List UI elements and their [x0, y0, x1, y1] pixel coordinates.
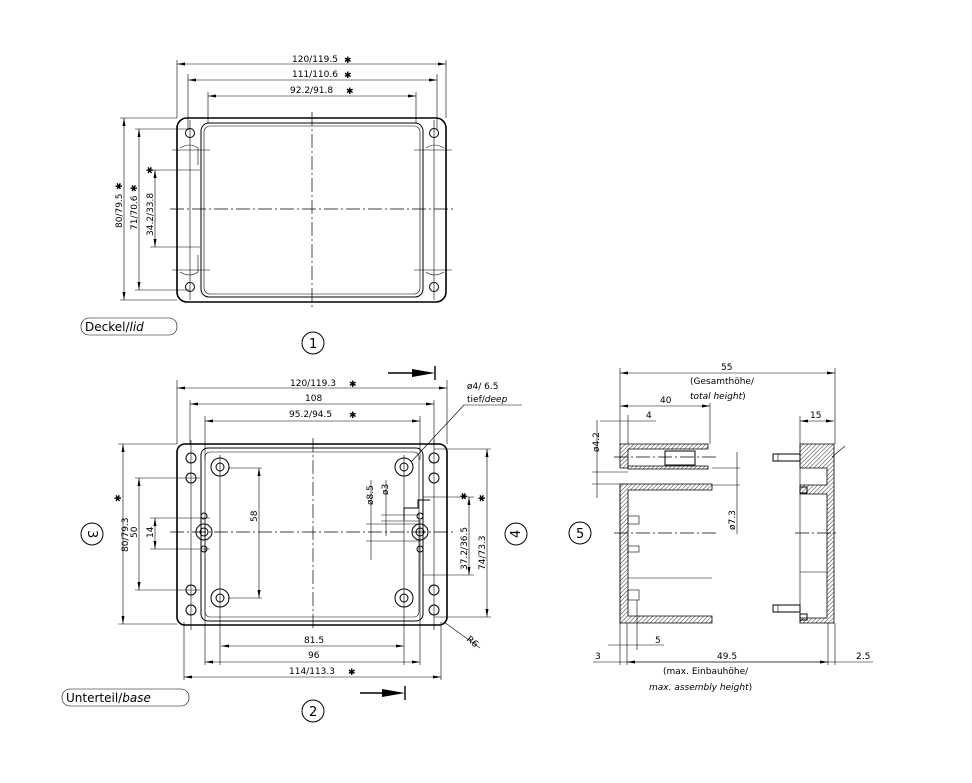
dim-base-96: 96	[308, 651, 320, 661]
hole-note-line-1: ø4/ 6.5	[467, 382, 498, 392]
total-height-note: total height)	[690, 392, 746, 402]
view-number-circle	[568, 521, 592, 545]
lid-label: Deckel/lid	[85, 320, 144, 334]
paren: )	[742, 392, 746, 402]
critical-dim-star: ✱	[478, 494, 488, 502]
dim-5: 5	[655, 636, 661, 646]
critical-dim-star: ✱	[344, 56, 352, 66]
dim-base-width-outer: 120/119.3	[290, 379, 336, 389]
dim-lid-height-holes: 71/70.6	[130, 195, 140, 230]
critical-dim-star: ✱	[348, 668, 356, 678]
dim-dia-3: ø3	[381, 484, 391, 495]
section-view: 55 (Gesamthöhe/ total height) 40 4 ø4.2 …	[568, 363, 873, 693]
lid-view: 120/119.5 ✱ 111/110.6 ✱ 92.2/91.8 ✱ 80/7…	[80, 55, 453, 355]
base-label-de: Unterteil/	[66, 691, 123, 705]
critical-dim-star: ✱	[130, 184, 140, 192]
lid-label-box	[80, 317, 178, 336]
base-label: Unterteil/base	[66, 691, 151, 705]
lid-screw	[772, 445, 846, 613]
base-corner-holes	[185, 440, 440, 630]
base-outline	[176, 443, 448, 626]
dim-base-height-37: 37.2/36.5	[460, 527, 470, 570]
lid-screw-holes	[172, 120, 452, 300]
dim-base-50: 50	[130, 526, 140, 538]
view-number-2: 2	[309, 705, 317, 720]
critical-dim-star: ✱	[114, 494, 124, 502]
base-label-box	[61, 688, 190, 707]
dim-dia-4-2: ø4.2	[592, 432, 602, 452]
dim-base-81-5: 81.5	[304, 636, 324, 646]
critical-dim-star: ✱	[460, 492, 470, 500]
lid-label-de: Deckel/	[85, 320, 130, 334]
hole-note-line-2: tief/deep	[467, 395, 508, 405]
view-number-4: 4	[509, 530, 524, 538]
section-arrow-bottom	[360, 686, 406, 700]
dim-lid-width-inner: 92.2/91.8	[290, 86, 333, 96]
insert-nut	[664, 450, 696, 466]
base-inner-wall	[200, 447, 424, 622]
paren: )	[749, 683, 753, 693]
dim-base-width-inner: 95.2/94.5	[289, 410, 332, 420]
lid-outline	[176, 117, 447, 303]
critical-dim-star: ✱	[346, 87, 354, 97]
view-number-1: 1	[309, 337, 317, 352]
dim-40: 40	[660, 396, 672, 406]
total-height-note-en: total height	[690, 392, 743, 402]
dim-2-5: 2.5	[856, 652, 870, 662]
base-view: 120/119.3 ✱ 108 95.2/94.5 ✱ 81.5 96 114/…	[61, 366, 528, 723]
dim-base-width-108: 108	[305, 394, 322, 404]
section-arrow-top	[388, 366, 436, 380]
critical-dim-star: ✱	[349, 411, 357, 421]
dim-dia-8-5: ø8.5	[366, 485, 376, 505]
dim-lid-height-inner: 34.2/33.8	[146, 193, 156, 236]
view-number-circle	[504, 522, 528, 546]
view-number-circle	[301, 331, 325, 355]
total-height-note-de: (Gesamthöhe/	[690, 377, 755, 387]
dim-lid-height-outer: 80/79.5	[115, 193, 125, 228]
view-number-circle	[301, 699, 325, 723]
dim-3: 3	[595, 652, 601, 662]
assembly-height-note: max. assembly height)	[649, 683, 752, 693]
dim-base-height-outer: 80/79.3	[121, 517, 131, 552]
dim-lid-width-outer: 120/119.5	[292, 55, 338, 65]
dim-dia-7-3: ø7.3	[728, 510, 738, 530]
critical-dim-star: ✱	[115, 182, 125, 190]
critical-dim-star: ✱	[146, 166, 156, 174]
critical-dim-star: ✱	[344, 71, 352, 81]
dim-lid-width-holes: 111/110.6	[292, 70, 338, 80]
dim-total-55: 55	[721, 363, 732, 373]
assembly-height-note-de: (max. Einbauhöhe/	[663, 667, 749, 677]
dim-15: 15	[810, 411, 821, 421]
dim-base-58: 58	[250, 510, 260, 522]
dim-base-14: 14	[146, 526, 156, 538]
critical-dim-star: ✱	[349, 380, 357, 390]
lid-label-en: lid	[130, 320, 145, 334]
hole-note-en: deep	[485, 395, 508, 405]
dim-49-5: 49.5	[717, 652, 737, 662]
assembly-height-note-en: max. assembly height	[649, 683, 749, 693]
base-label-en: base	[122, 691, 151, 705]
dim-base-height-74: 74/73.3	[478, 535, 488, 570]
base-mounting-bosses	[195, 455, 429, 665]
hole-note-de: tief/	[467, 395, 486, 405]
view-number-5: 5	[576, 527, 584, 542]
dim-4: 4	[646, 411, 652, 421]
view-number-circle	[80, 522, 104, 546]
dim-radius-r6: R6	[464, 635, 480, 651]
dim-base-width-bottom: 114/113.3	[289, 667, 335, 677]
view-number-3: 3	[84, 530, 99, 538]
